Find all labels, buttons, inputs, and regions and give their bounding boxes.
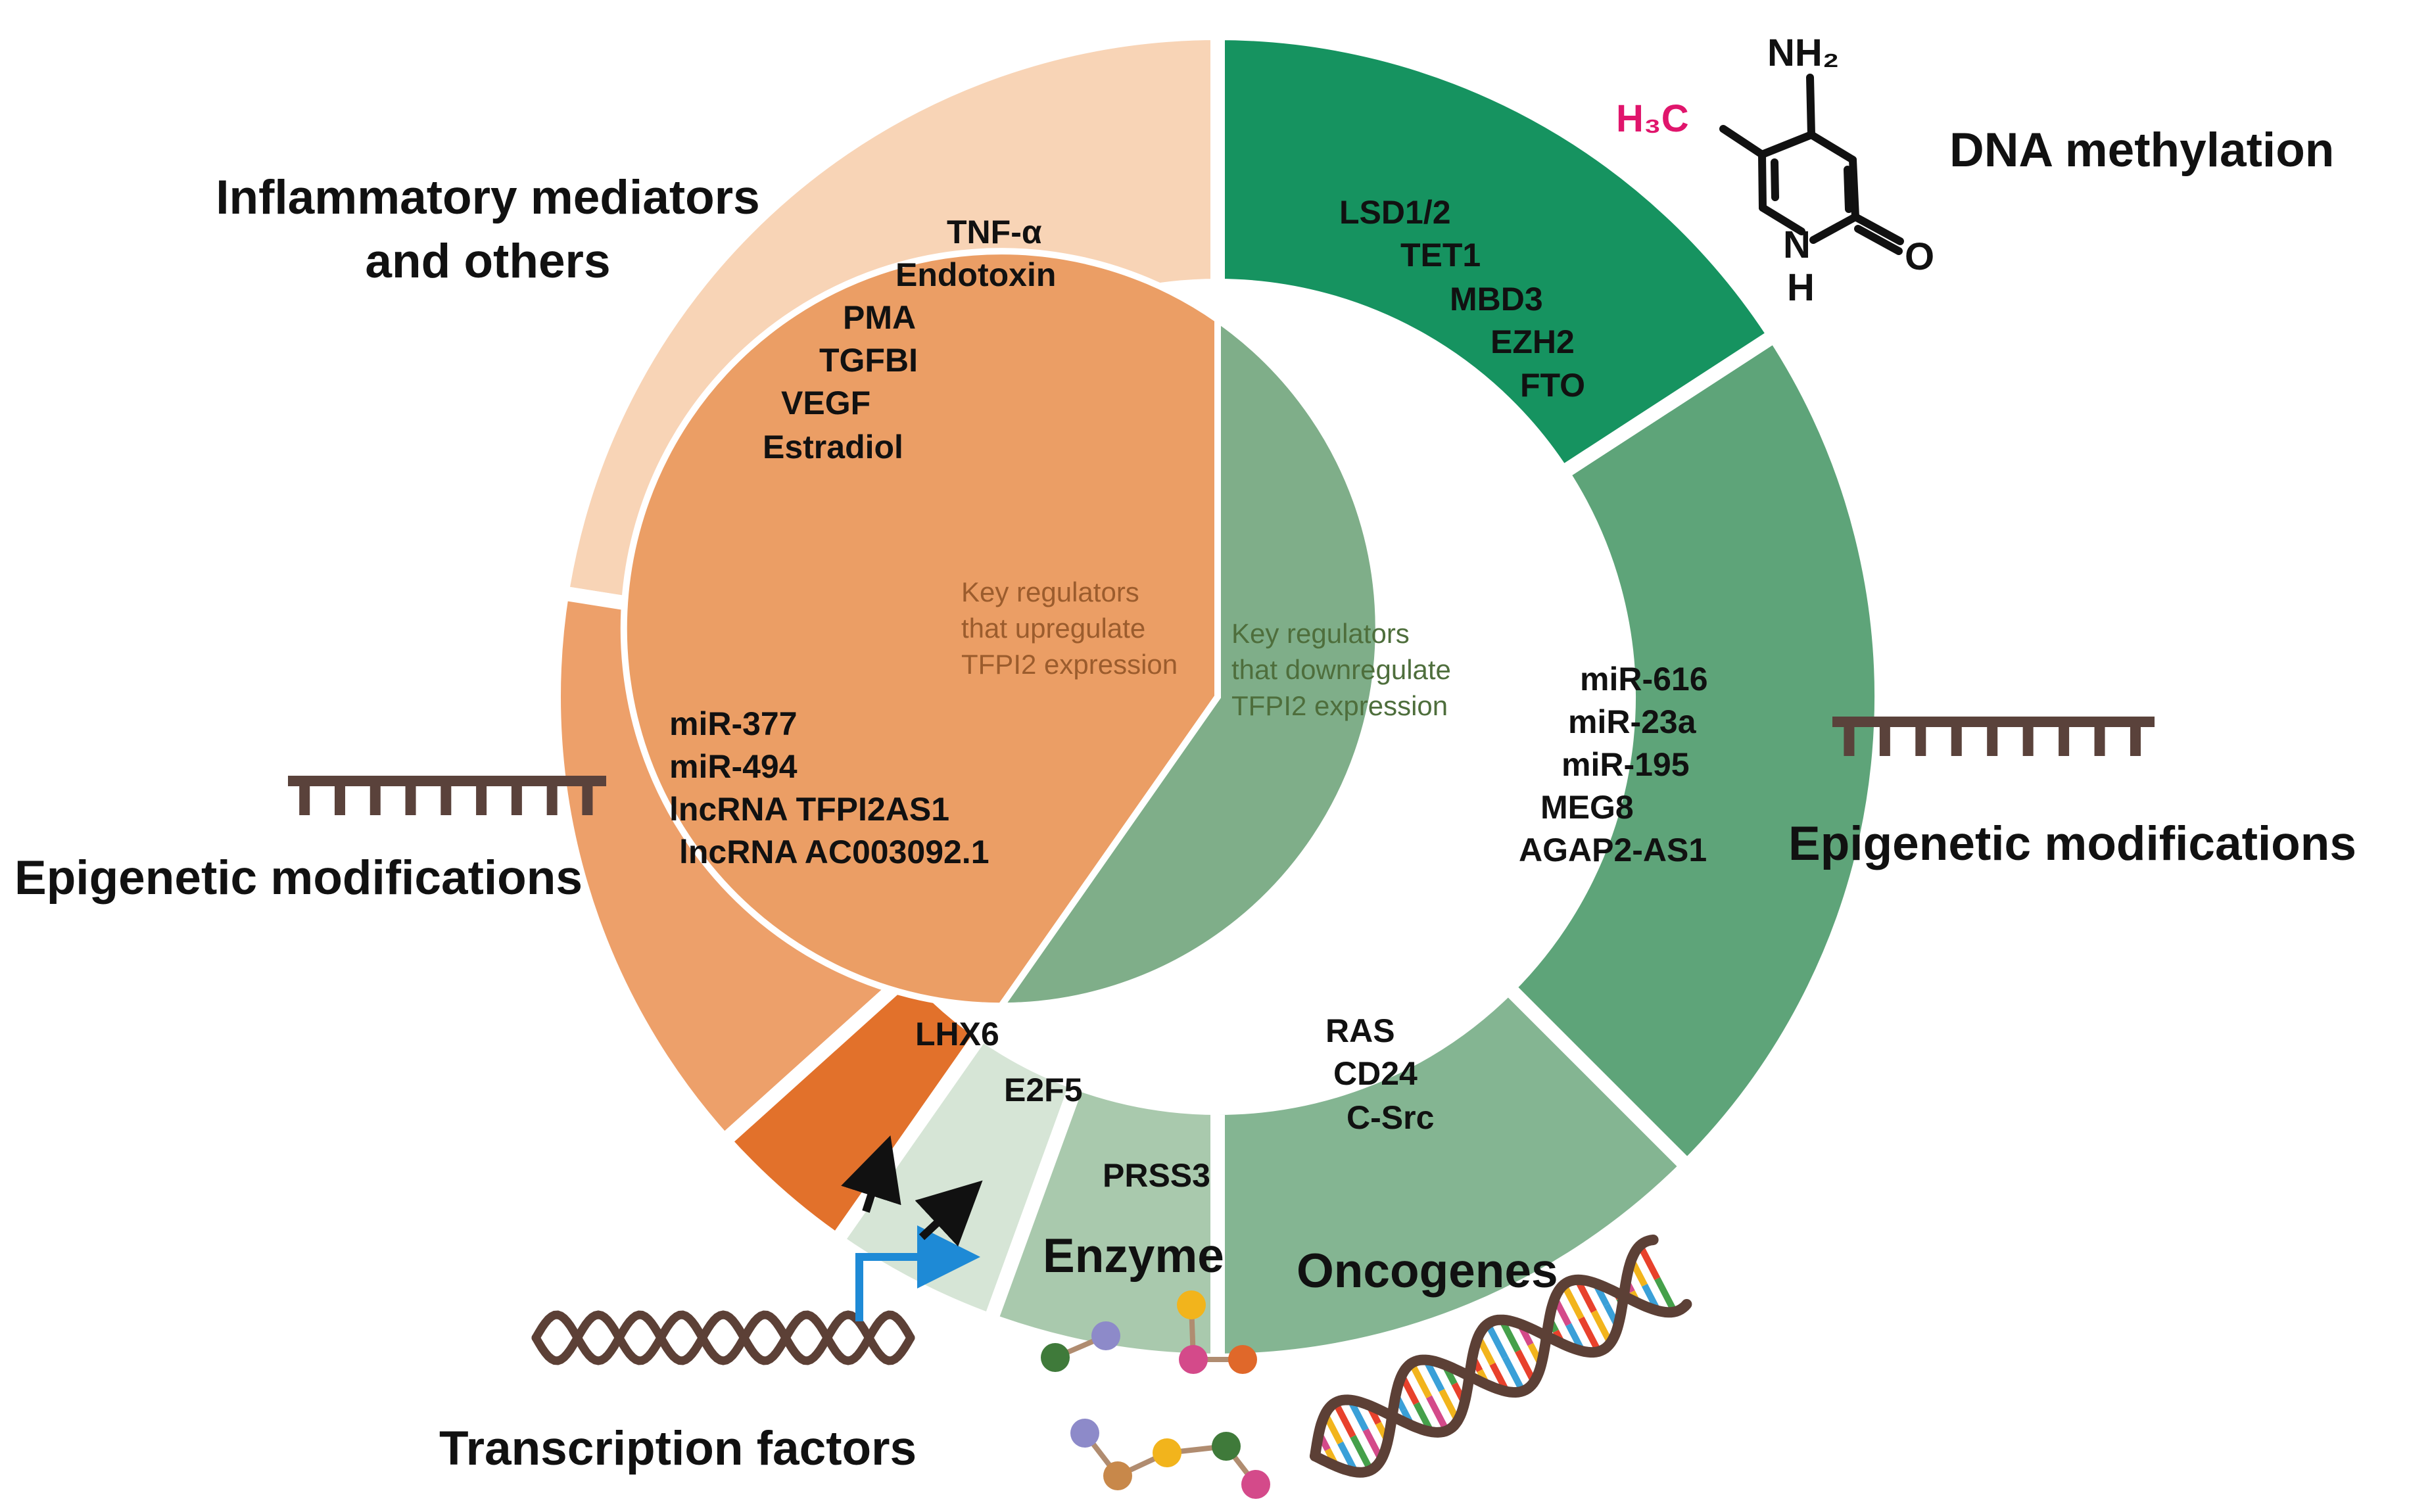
dna-methylation-item: MBD3 — [1450, 281, 1543, 318]
dna-rung — [1561, 1283, 1585, 1320]
ladder-tooth — [546, 784, 558, 815]
dna-helix-icon — [531, 1310, 915, 1365]
prss3-label: PRSS3 — [1103, 1157, 1210, 1194]
enzyme-molecule-icons — [1041, 1290, 1270, 1499]
epigenetic-down-item: MEG8 — [1540, 789, 1634, 826]
ladder-tooth — [2130, 724, 2141, 756]
dna-methylation-item: EZH2 — [1490, 323, 1575, 360]
ladder-tooth — [1987, 724, 1998, 756]
ladder-tooth — [511, 784, 522, 815]
epigenetic-down-item: miR-195 — [1562, 746, 1690, 783]
center-up-line-1: Key regulators — [961, 577, 1139, 607]
oncogenes-list: RAS CD24 C-Src — [1325, 1012, 1434, 1136]
oncogene-item: RAS — [1325, 1012, 1395, 1049]
epigenetic-down-item: miR-23a — [1568, 703, 1697, 740]
epigenetic-up-list: miR-377 miR-494 lncRNA TFPI2AS1 lncRNA A… — [669, 705, 989, 870]
category-dna-methylation: DNA methylation — [1949, 124, 2334, 177]
dna-rung — [1350, 1434, 1373, 1472]
ladder-tooth — [582, 784, 593, 815]
inflammatory-item: Endotoxin — [895, 256, 1056, 293]
center-down-line-3: TFPI2 expression — [1231, 690, 1448, 721]
e2f5-label: E2F5 — [1004, 1072, 1083, 1108]
promoter-arrow-icon — [855, 1225, 980, 1321]
category-oncogenes: Oncogenes — [1297, 1244, 1558, 1298]
dna-rung — [1578, 1316, 1602, 1354]
ladder-tooth — [1879, 724, 1890, 756]
category-epigenetic-left: Epigenetic modifications — [14, 851, 583, 905]
ladder-icon-left — [288, 776, 606, 815]
molecule-nh2: NH₂ — [1767, 32, 1840, 74]
center-down-line-2: that downregulate — [1231, 654, 1451, 685]
molecule-h3c: H₃C — [1616, 97, 1689, 140]
dna-rung — [1637, 1244, 1661, 1281]
inner-disc — [620, 248, 1382, 1010]
inner-down-half — [995, 313, 1382, 1010]
molecule-h: H — [1787, 266, 1815, 309]
ladder-tooth — [1844, 724, 1855, 756]
inflammatory-item: PMA — [843, 299, 916, 336]
dna-rung — [1502, 1356, 1526, 1393]
center-down-line-1: Key regulators — [1231, 618, 1410, 649]
ladder-tooth — [334, 784, 345, 815]
ladder-tooth — [2094, 724, 2105, 756]
inner-up-half — [620, 248, 1221, 1010]
ladder-tooth — [476, 784, 487, 815]
epigenetic-down-item: miR-616 — [1580, 661, 1708, 697]
inflammatory-item: VEGF — [781, 385, 870, 421]
ladder-tooth — [1951, 724, 1962, 756]
segment-prss3 — [981, 1074, 1225, 1369]
category-epigenetic-right: Epigenetic modifications — [1788, 817, 2356, 870]
molecule-o: O — [1905, 235, 1934, 278]
category-enzyme: Enzyme — [1043, 1229, 1224, 1283]
ladder-tooth — [2022, 724, 2034, 756]
methylcytosine-molecule-icon: NH₂ H₃C N H O — [1616, 32, 1934, 309]
category-transcription-factors: Transcription factors — [439, 1422, 917, 1475]
center-up-text: Key regulators that upregulate TFPI2 exp… — [961, 577, 1178, 680]
dna-methylation-item: TET1 — [1400, 237, 1481, 273]
ladder-tooth — [299, 784, 310, 815]
epigenetic-down-list: miR-616 miR-23a miR-195 MEG8 AGAP2-AS1 — [1519, 661, 1708, 868]
dna-rung — [1408, 1361, 1433, 1399]
ladder-tooth — [2059, 724, 2070, 756]
ladder-icon-right — [1832, 717, 2155, 756]
dna-rung — [1654, 1277, 1678, 1313]
inflammatory-item: TNF-α — [947, 214, 1042, 250]
oncogene-item: C-Src — [1347, 1099, 1434, 1136]
dna-rung — [1332, 1401, 1356, 1438]
segment-e2f5 — [826, 1023, 1087, 1331]
ladder-tooth — [405, 784, 416, 815]
epigenetic-up-item: miR-377 — [669, 705, 798, 742]
center-down-text: Key regulators that downregulate TFPI2 e… — [1231, 618, 1451, 721]
ladder-tooth — [1915, 724, 1926, 756]
arrow-to-e2f5-icon — [915, 1180, 983, 1247]
molecule-n: N — [1783, 224, 1811, 266]
inflammatory-list: TNF-α Endotoxin PMA TGFBI VEGF Estradiol — [763, 214, 1056, 465]
epigenetic-up-item: lncRNA AC003092.1 — [679, 834, 989, 870]
center-up-line-3: TFPI2 expression — [961, 649, 1178, 680]
center-up-line-2: that upregulate — [961, 613, 1145, 644]
epigenetic-up-item: miR-494 — [669, 748, 798, 785]
dna-rung — [1426, 1395, 1450, 1432]
ladder-tooth — [370, 784, 381, 815]
inflammatory-item: Estradiol — [763, 429, 903, 465]
segment-lhx6 — [713, 961, 992, 1251]
segment-epigenetic-down — [1498, 325, 1890, 1177]
epigenetic-up-item: lncRNA TFPI2AS1 — [669, 791, 949, 828]
category-inflammatory-line-1: Inflammatory mediators — [216, 171, 760, 224]
category-inflammatory-line-2: and others — [365, 235, 610, 288]
dna-methylation-item: LSD1/2 — [1339, 194, 1451, 231]
epigenetic-down-item: AGAP2-AS1 — [1519, 832, 1707, 868]
dna-methylation-item: FTO — [1520, 367, 1585, 404]
oncogene-dna-icon — [1310, 1235, 1692, 1478]
segment-dna-methylation — [1210, 25, 1785, 483]
dna-rung — [1485, 1322, 1508, 1359]
oncogene-item: CD24 — [1333, 1055, 1418, 1092]
arrow-to-lhx6-icon — [841, 1135, 901, 1213]
ladder-tooth — [441, 784, 452, 815]
inflammatory-item: TGFBI — [819, 342, 918, 379]
dna-methylation-list: LSD1/2 TET1 MBD3 EZH2 FTO — [1339, 194, 1585, 404]
lhx6-label: LHX6 — [915, 1016, 999, 1052]
